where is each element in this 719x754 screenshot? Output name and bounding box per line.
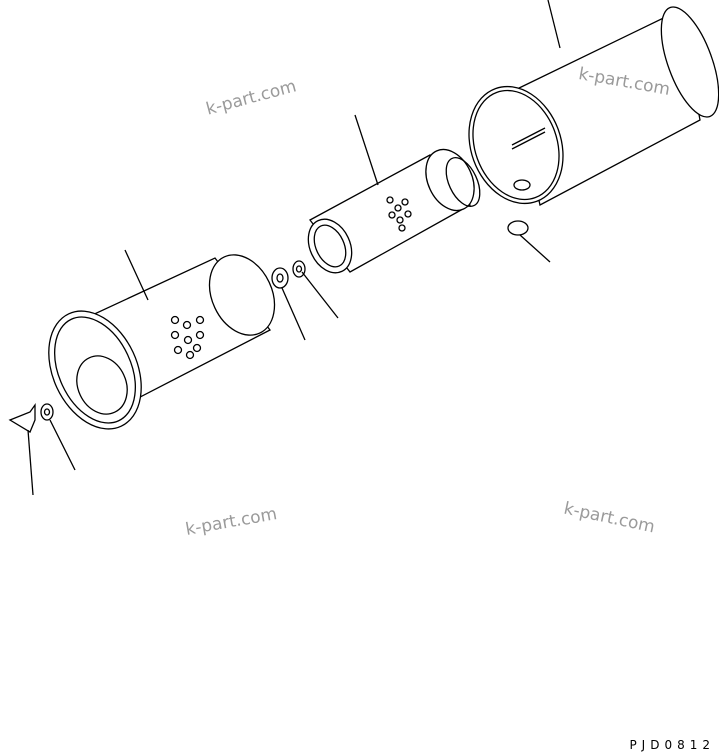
small-parts: [8, 220, 529, 433]
leader-lines: [27, 0, 561, 496]
outer-element: [48, 254, 276, 430]
inner-element: [307, 148, 481, 274]
drawing-code: PJD0812: [629, 738, 715, 752]
air-cleaner-housing: [468, 6, 719, 206]
